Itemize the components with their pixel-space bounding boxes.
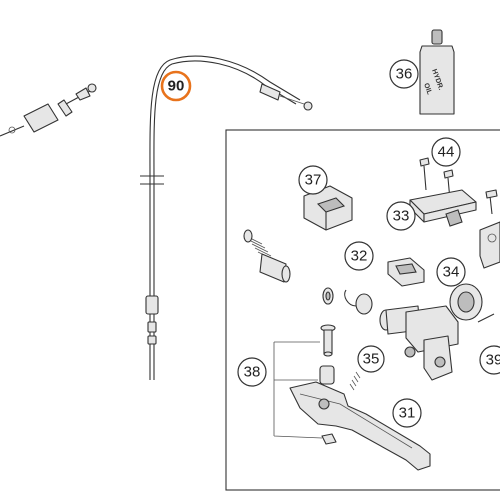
master-cylinder-right-part [479, 189, 500, 269]
pivot-bolt [319, 324, 337, 445]
master-cylinder-body [379, 283, 495, 381]
svg-text:33: 33 [393, 208, 410, 225]
svg-text:35: 35 [363, 351, 380, 368]
callout-33: 33 [386, 201, 416, 231]
small-spring [349, 371, 361, 391]
lever-bracket-part [303, 185, 353, 231]
callout-36: 36 [389, 59, 419, 89]
callout-37: 37 [298, 165, 328, 195]
piston-spring-assembly [243, 229, 373, 315]
svg-text:36: 36 [396, 66, 413, 83]
svg-text:44: 44 [438, 144, 455, 161]
svg-text:32: 32 [351, 248, 368, 265]
callout-90: 90 [160, 70, 192, 102]
reservoir-cover [409, 189, 477, 227]
svg-text:39: 39 [486, 352, 500, 369]
callout-44: 44 [431, 137, 461, 167]
brake-lever [289, 381, 431, 471]
assembly-frame [225, 129, 500, 491]
svg-text:37: 37 [305, 172, 322, 189]
callout-35: 35 [357, 345, 385, 373]
callout-38-leaders [273, 341, 323, 439]
bottle-label-line2: OIL [422, 82, 433, 96]
svg-text:34: 34 [443, 264, 460, 281]
callout-32: 32 [344, 241, 374, 271]
svg-text:38: 38 [244, 364, 261, 381]
clamp-insert-part [387, 257, 425, 287]
callout-34: 34 [436, 257, 466, 287]
cable-fitting-part [0, 83, 97, 137]
callout-38: 38 [237, 357, 267, 387]
svg-text:90: 90 [168, 78, 185, 95]
hydraulic-oil-bottle: HYDR. OIL [419, 29, 455, 115]
clutch-cable [140, 55, 313, 380]
callout-39: 39 [479, 345, 500, 375]
callout-31: 31 [392, 398, 422, 428]
svg-text:31: 31 [399, 405, 416, 422]
